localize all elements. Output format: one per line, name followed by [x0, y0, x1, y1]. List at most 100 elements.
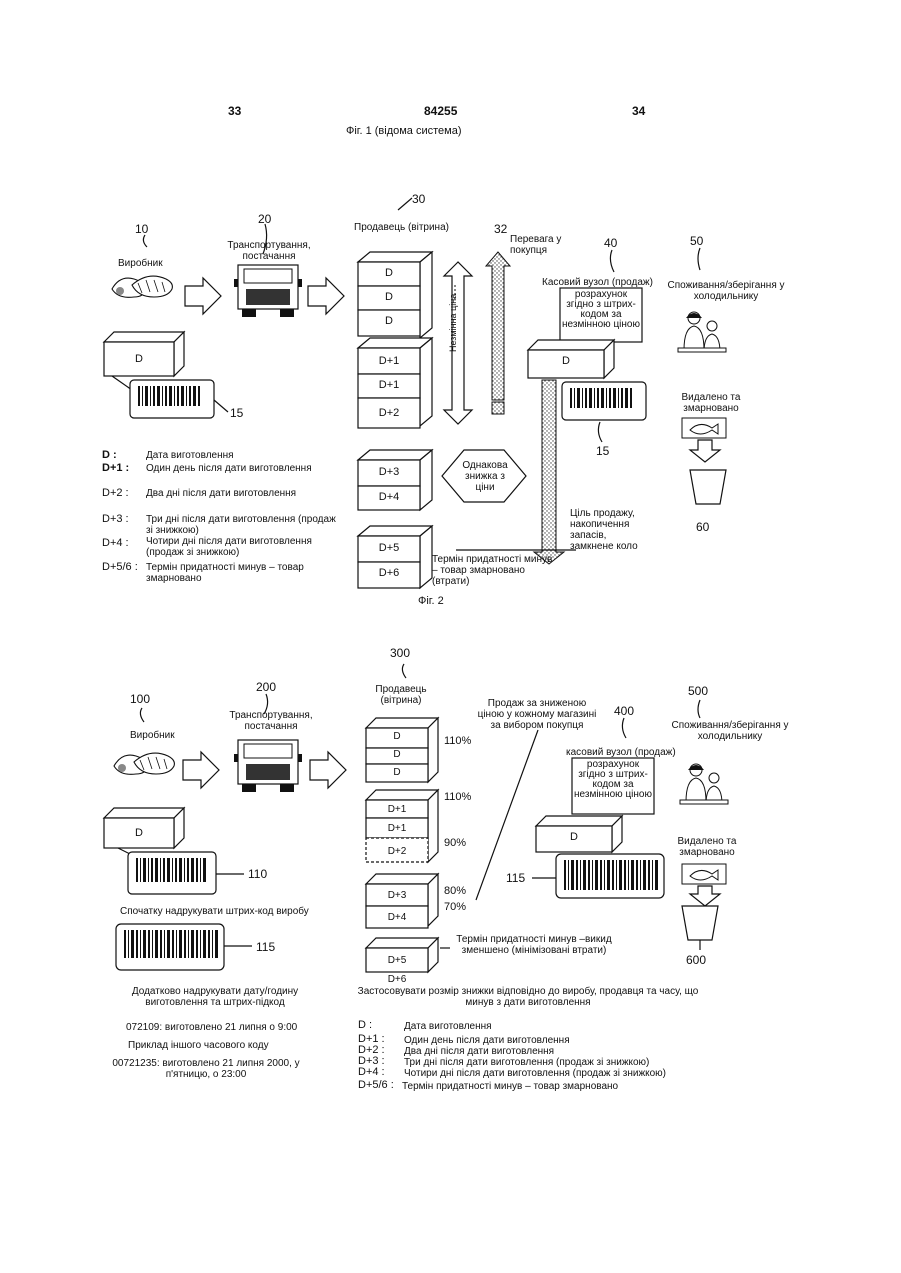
ref-600: 600: [686, 953, 706, 967]
fig2-consumption: Споживання/зберігання у холодильнику: [668, 720, 792, 742]
fig2-apply-discount: Застосовувати розмір знижки відповідно д…: [356, 986, 700, 1008]
fig1-barcode-right: [570, 388, 632, 408]
fig1-box-d1: D: [358, 268, 420, 279]
page-number-left: 33: [228, 104, 241, 118]
fig2-legend-text-5: Термін придатності минув – товар змарнов…: [402, 1081, 618, 1092]
fig2-cashier-box: розрахунок згідно з штрих-кодом за незмі…: [574, 760, 652, 800]
ref-15a: 15: [230, 406, 243, 420]
fig2-example2: 00721235: виготовлено 21 липня 2000, у п…: [108, 1058, 304, 1080]
fig2-legend-text-0: Дата виготовлення: [404, 1021, 492, 1032]
fig2-cashier-product-box: D: [536, 832, 612, 843]
ref-40: 40: [604, 236, 617, 250]
fig1-legend-code-0: D :: [102, 450, 117, 461]
percent-0: 110%: [444, 736, 471, 747]
fig1-title: Фіг. 1 (відома система): [346, 126, 462, 137]
ref-500: 500: [688, 684, 708, 698]
percent-4: 70%: [444, 902, 466, 913]
fig2-box-d3: D: [366, 767, 428, 778]
ref-10: 10: [135, 222, 148, 236]
ref-60: 60: [696, 520, 709, 534]
fig2-transport: Транспортування, постачання: [226, 710, 316, 732]
fig1-legend-code-3: D+3 :: [102, 514, 129, 525]
ref-110: 110: [248, 867, 267, 881]
fig2-caption: Фіг. 2: [418, 596, 444, 607]
fig2-cashier: касовий вузол (продаж): [566, 747, 676, 758]
fig2-example1: 072109: виготовлено 21 липня о 9:00: [126, 1022, 297, 1033]
fig2-box-d1a: D+1: [366, 804, 428, 815]
fig2-box-d4a: D+4: [366, 912, 428, 923]
fig2-legend-code-4: D+4 :: [358, 1067, 385, 1078]
fig1-legend-text-2: Два дні після дати виготовлення: [146, 488, 296, 499]
fig2-box-d5a: D+5: [366, 955, 428, 966]
fig2-producer: Виробник: [130, 730, 175, 741]
fig2-legend-code-0: D :: [358, 1020, 372, 1031]
fig1-transport: Транспортування, постачання: [226, 240, 312, 262]
fig2-box-d1: D: [366, 731, 428, 742]
fig2-expiry: Термін придатності минув –викид зменшено…: [434, 934, 634, 956]
fig1-cashier-product-box: D: [528, 356, 604, 367]
fig1-fixed-price: Незмінна ціна: [448, 294, 459, 352]
fig2-legend-text-1: Один день після дати виготовлення: [404, 1035, 570, 1046]
fig1-box-d2a: D+2: [358, 408, 420, 419]
fig2-seller: Продавець (вітрина): [374, 684, 428, 706]
fig1-box-d3a: D+3: [358, 467, 420, 478]
percent-1: 110%: [444, 792, 471, 803]
fig1-legend-code-4: D+4 :: [102, 538, 129, 549]
fig2-example-label: Приклад іншого часового коду: [128, 1040, 269, 1051]
ref-100: 100: [130, 692, 150, 706]
fig1-box-d6a: D+6: [358, 568, 420, 579]
fig1-legend-code-2: D+2 :: [102, 488, 129, 499]
fig1-same-discount: Однакова знижка з ціни: [460, 460, 510, 493]
fig1-box-d1b: D+1: [358, 380, 420, 391]
ref-32: 32: [494, 222, 507, 236]
percent-2: 90%: [444, 838, 466, 849]
ref-50: 50: [690, 234, 703, 248]
fig1-box-d2: D: [358, 292, 420, 303]
fig2-product-box: D: [104, 828, 174, 839]
ref-30: 30: [412, 192, 425, 206]
fig2-print-additional: Додатково надрукувати дату/годину вигото…: [100, 986, 330, 1008]
fig1-box-d5a: D+5: [358, 543, 420, 554]
ref-200: 200: [256, 680, 276, 694]
ref-400: 400: [614, 704, 634, 718]
fig1-cashier: Касовий вузол (продаж): [542, 277, 653, 288]
fig1-expiry: Термін придатності минув – товар змарнов…: [432, 554, 554, 587]
fig1-legend-text-0: Дата виготовлення: [146, 450, 234, 461]
fig2-discount-note: Продаж за зниженою ціною у кожному магаз…: [474, 698, 600, 731]
fig2-removed: Видалено та змарновано: [672, 836, 742, 858]
fig1-box-d3: D: [358, 316, 420, 327]
fig1-legend-text-3: Три дні після дати виготовлення (продаж …: [146, 514, 342, 536]
patent-number: 84255: [424, 104, 457, 118]
ref-300: 300: [390, 646, 410, 660]
fig1-consumption: Споживання/зберігання у холодильнику: [664, 280, 788, 302]
fig1-legend-text-4: Чотири дні після дати виготовлення (прод…: [146, 536, 342, 558]
fig2-legend-text-2: Два дні після дати виготовлення: [404, 1046, 554, 1057]
fig1-removed: Видалено та змарновано: [676, 392, 746, 414]
page-number-right: 34: [632, 104, 645, 118]
fig2-box-d2a: D+2: [366, 846, 428, 857]
fig1-box-d1a: D+1: [358, 356, 420, 367]
fig1-barcode-left: [138, 386, 200, 406]
fig1-cashier-box: розрахунок згідно з штрих-кодом за незмі…: [562, 290, 640, 330]
fig2-box-d1b: D+1: [366, 823, 428, 834]
fig2-box-d3a: D+3: [366, 890, 428, 901]
fig2-legend-text-3: Три дні після дати виготовлення (продаж …: [404, 1057, 649, 1068]
percent-3: 80%: [444, 886, 466, 897]
ref-15b: 15: [596, 444, 609, 458]
fig2-print-first: Спочатку надрукувати штрих-код виробу: [120, 906, 309, 917]
fig2-legend-text-4: Чотири дні після дати виготовлення (прод…: [404, 1068, 666, 1079]
ref-115b: 115: [506, 871, 525, 885]
fig1-legend-text-1: Один день після дати виготовлення: [146, 463, 312, 474]
fig1-producer: Виробник: [118, 258, 163, 269]
ref-115a: 115: [256, 940, 275, 954]
fig1-legend-code-5: D+5/6 :: [102, 562, 138, 573]
fig1-seller: Продавець (вітрина): [354, 222, 449, 233]
fig1-sale-goal: Ціль продажу, накопичення запасів, замкн…: [570, 508, 650, 552]
fig1-product-box: D: [104, 354, 174, 365]
ref-20: 20: [258, 212, 271, 226]
fig2-box-d2: D: [366, 749, 428, 760]
fig1-legend-text-5: Термін придатності минув – товар змарнов…: [146, 562, 316, 584]
fig2-legend-code-5: D+5/6 :: [358, 1080, 394, 1091]
fig1-legend-code-1: D+1 :: [102, 463, 129, 474]
fig1-preference: Перевага у покупця: [510, 234, 570, 256]
